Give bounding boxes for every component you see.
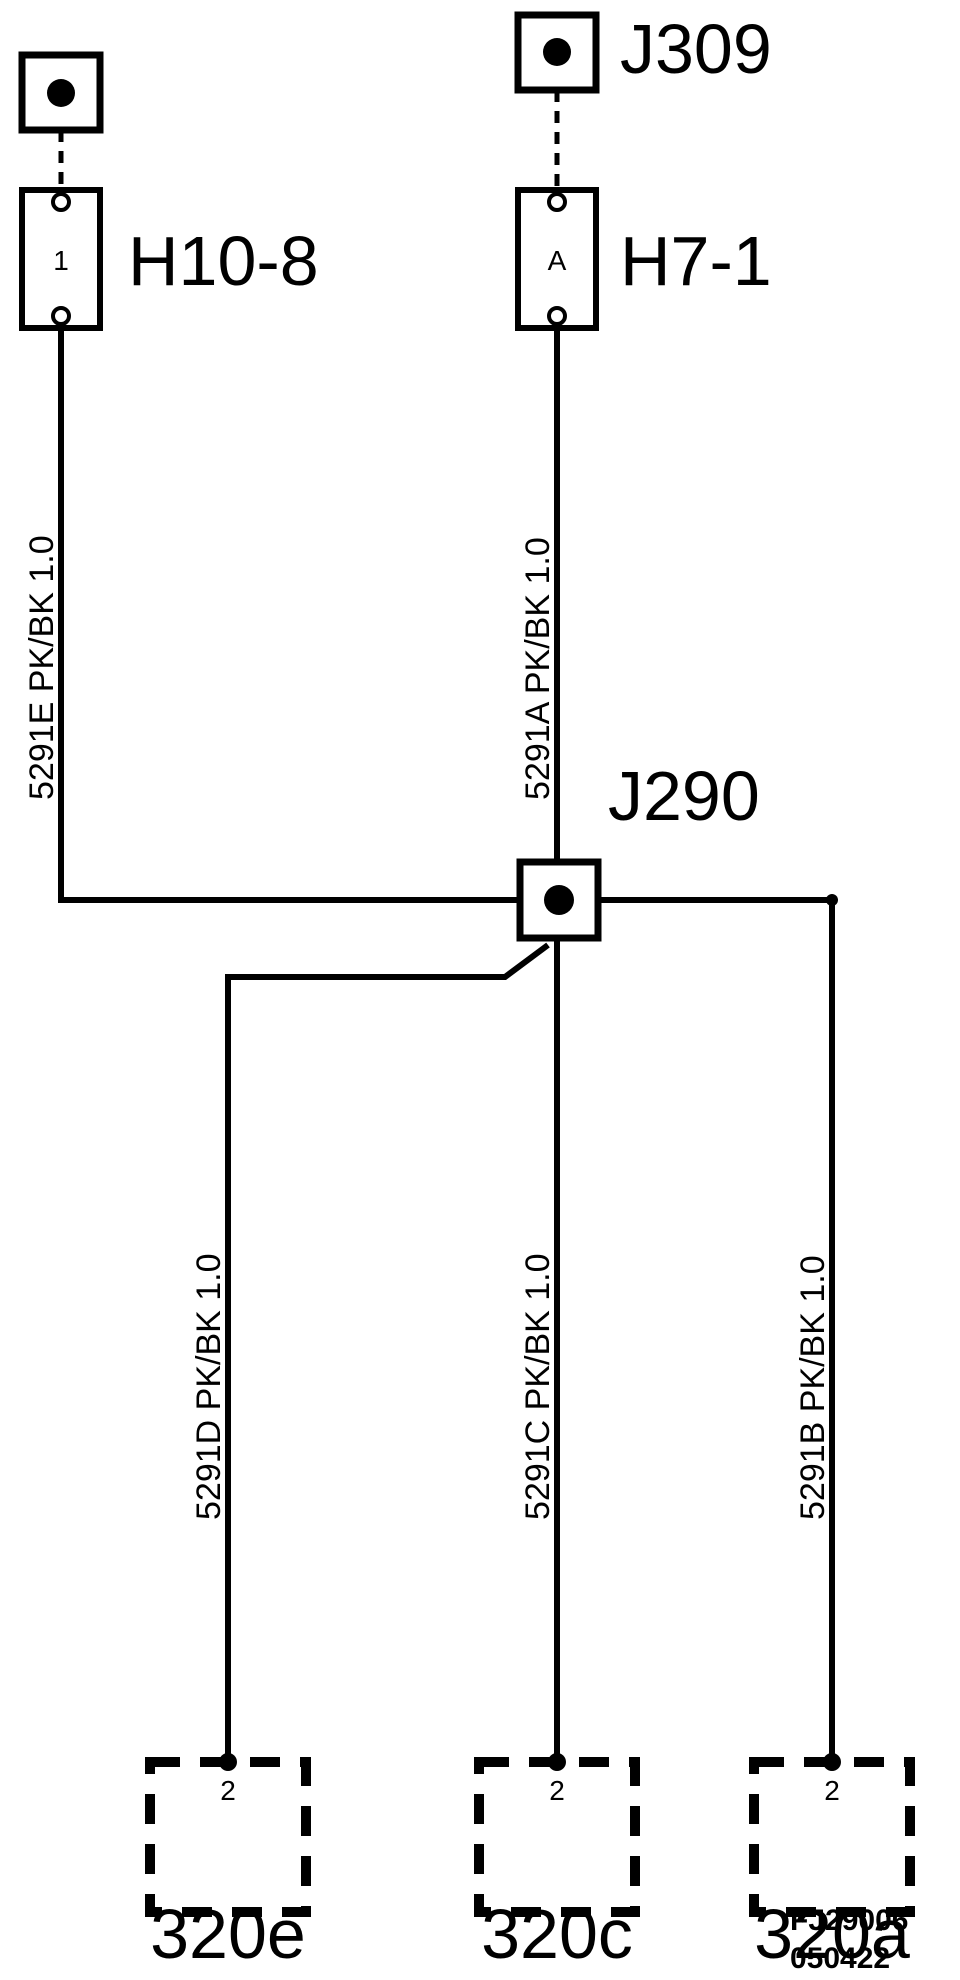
wire-label-5291e: 5291E PK/BK 1.0 (23, 535, 61, 800)
top-left-splice-block (18, 51, 104, 134)
component-320a-label: 320a (754, 1895, 910, 1973)
figure-ref-line1: FJ29006 (790, 1904, 908, 1937)
h10-8-pin: 1 (53, 245, 69, 276)
h7-1-label: H7-1 (620, 222, 772, 300)
wire-5291d (225, 942, 550, 1756)
wire-label-5291b: 5291B PK/BK 1.0 (794, 1255, 832, 1520)
j290-splice-block (516, 858, 602, 942)
j309-splice-block (514, 11, 600, 94)
component-320e-label: 320e (150, 1895, 306, 1973)
component-320a: 2 (749, 1753, 915, 1917)
component-320e-pin: 2 (220, 1775, 236, 1806)
component-320c-label: 320c (481, 1895, 633, 1973)
h10-8-label: H10-8 (128, 222, 319, 300)
component-320e: 2 (145, 1753, 311, 1917)
h10-8-connector: 1 (19, 187, 103, 331)
wire-label-5291c: 5291C PK/BK 1.0 (519, 1253, 557, 1520)
component-320a-pin: 2 (824, 1775, 840, 1806)
j309-label: J309 (620, 10, 772, 88)
wire-label-5291a: 5291A PK/BK 1.0 (519, 537, 557, 800)
figure-ref-line2: 050422 (790, 1942, 890, 1975)
h7-1-connector: A (515, 187, 599, 331)
junction-dot (826, 894, 838, 906)
component-320c: 2 (474, 1753, 640, 1917)
h7-1-pin: A (548, 245, 567, 276)
wire-label-5291d: 5291D PK/BK 1.0 (190, 1253, 228, 1520)
j290-label: J290 (608, 757, 760, 835)
component-320c-pin: 2 (549, 1775, 565, 1806)
wire-5291e (58, 324, 520, 903)
